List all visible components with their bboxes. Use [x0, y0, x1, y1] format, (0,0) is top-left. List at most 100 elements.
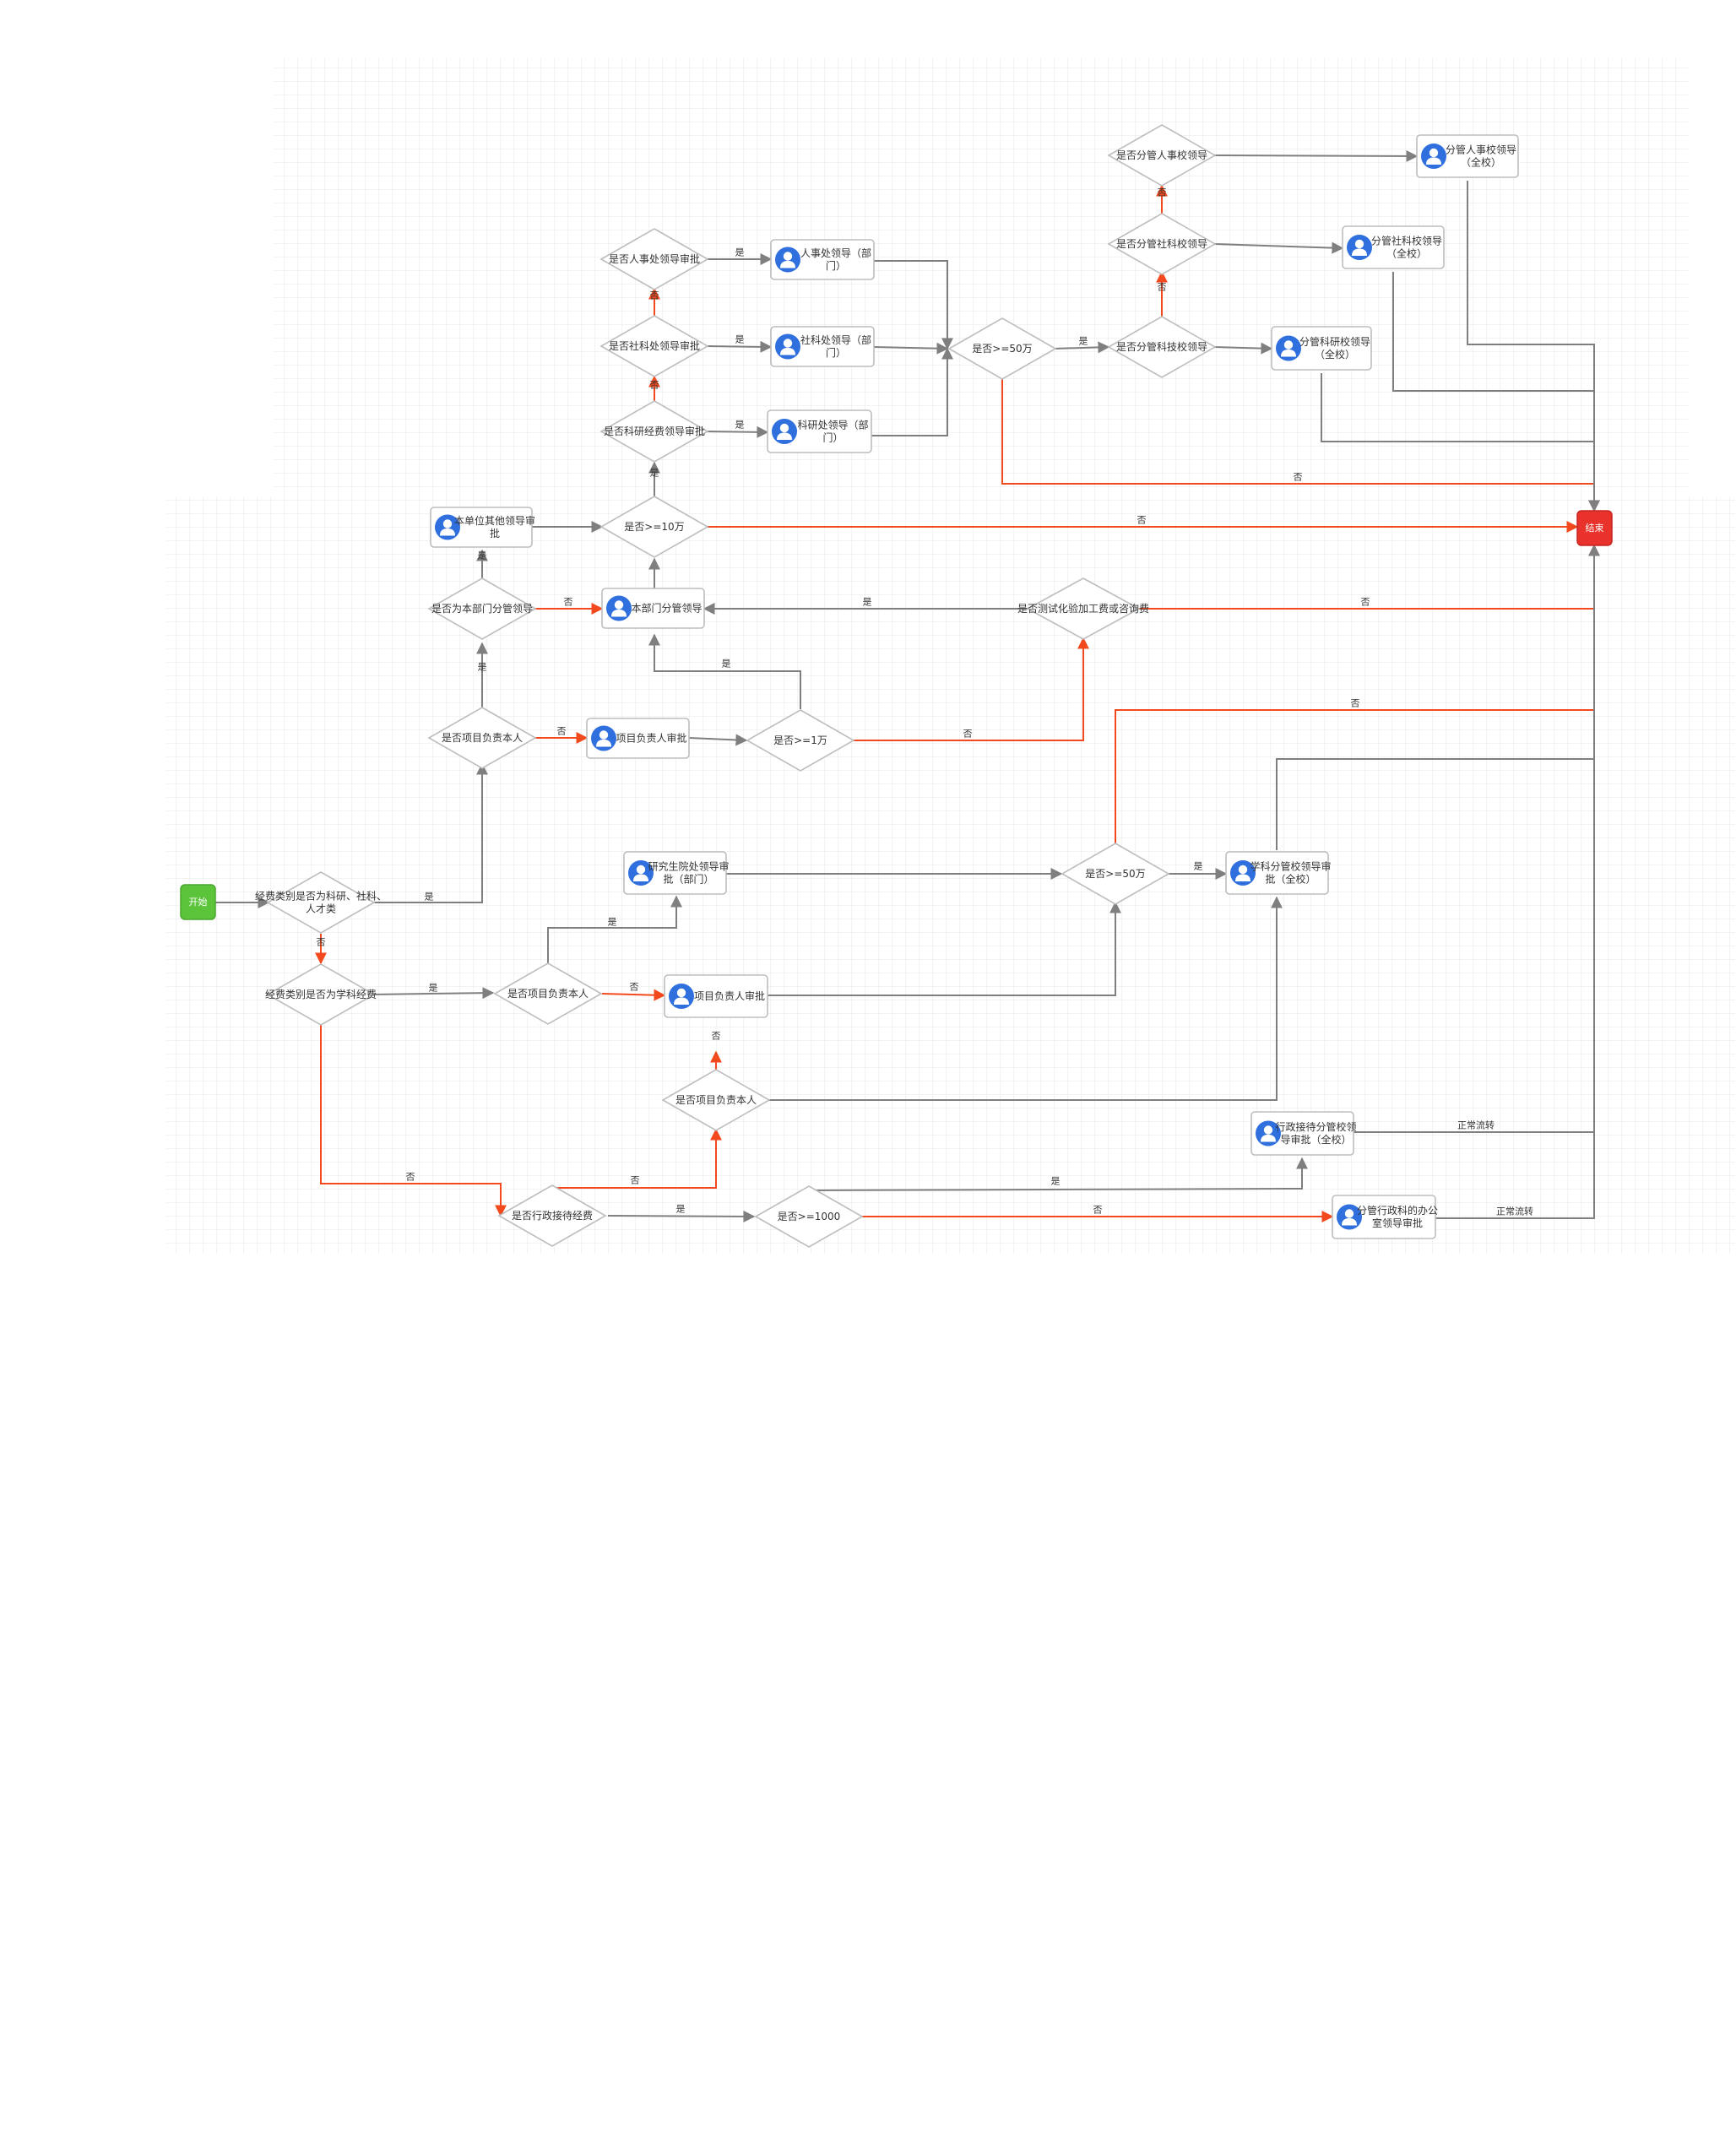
label-subj-no: 否 [406, 1172, 415, 1183]
diamond-shape [1107, 124, 1217, 187]
edge-kyjf-yes[interactable] [705, 425, 769, 438]
label-xzjd-flow: 正常流转 [1457, 1119, 1495, 1131]
task-label-line: 研究生院处领导审 [648, 860, 729, 873]
edge-50wb-no[interactable] [1115, 709, 1594, 843]
decision-1w[interactable]: 是否>=1万 [746, 709, 855, 772]
edge-rsc-merge[interactable] [874, 260, 953, 350]
end-node[interactable]: 结束 [1576, 510, 1613, 546]
start-node[interactable]: 开始 [180, 884, 216, 920]
edge-selfb-yes[interactable] [547, 895, 682, 968]
edge-selfc-xkfg[interactable] [768, 896, 1283, 1101]
diamond-shape [1107, 316, 1217, 378]
decision-1000[interactable]: 是否>=1000 [754, 1185, 864, 1248]
label-50wa-yes: 是 [1079, 336, 1088, 347]
edge-1w-yes[interactable] [648, 633, 801, 709]
label-selfb-no: 否 [630, 982, 639, 993]
edge-fgsk-end[interactable] [1392, 272, 1594, 392]
edge-1000-yes[interactable] [808, 1157, 1308, 1191]
decision-test-fee[interactable]: 是否测试化验加工费或咨询费 [1017, 577, 1149, 640]
decision-label-line: 是否>=10万 [624, 521, 684, 533]
task-label-line: 科研处领导（部 [797, 419, 868, 431]
edge-kyc-merge[interactable] [871, 347, 953, 436]
edge-projb-50wb[interactable] [768, 901, 1121, 996]
task-label-line: 人事处领导（部 [800, 247, 871, 259]
label-selfc-no: 否 [712, 1031, 721, 1042]
decision-label-line: 是否分管人事校领导 [1116, 149, 1207, 161]
task-dept-mgr[interactable]: 本部门分管领导 [601, 588, 705, 629]
decision-self-a[interactable]: 是否项目负责本人 [427, 707, 537, 769]
task-project-leader-a[interactable]: 项目负责人审批 [586, 718, 690, 759]
decision-label-line: 是否分管社科校领导 [1116, 237, 1207, 250]
user-avatar-icon [628, 860, 654, 886]
task-rsc-leader[interactable]: 人事处领导（部门） [770, 239, 875, 280]
decision-dept-mgr[interactable]: 是否为本部门分管领导 [427, 577, 537, 640]
decision-10w[interactable]: 是否>=10万 [599, 496, 709, 558]
edge-admin-no[interactable] [552, 1128, 722, 1189]
decision-label-line: 是否分管科技校领导 [1116, 340, 1207, 353]
edge-fgky-end[interactable] [1321, 373, 1594, 442]
task-fgky-leader[interactable]: 分管科研校领导（全校） [1271, 326, 1372, 371]
task-fgsk-leader[interactable]: 分管社科校领导（全校） [1342, 225, 1445, 269]
label-1w-no: 否 [963, 729, 973, 740]
decision-fgkj[interactable]: 是否分管科技校领导 [1107, 316, 1217, 378]
edge-selfb-no[interactable] [601, 989, 666, 1001]
user-avatar-icon [1276, 335, 1301, 361]
diamond-shape [754, 1185, 864, 1248]
connector-layer [215, 149, 1600, 1222]
decision-admin-reception[interactable]: 是否行政接待经费 [497, 1184, 607, 1247]
user-avatar-icon [1256, 1120, 1281, 1146]
decision-label-line: 是否人事处领导审批 [609, 252, 700, 265]
task-skc-leader[interactable]: 社科处领导（部门） [770, 326, 875, 367]
decision-50w-b[interactable]: 是否>=50万 [1061, 843, 1170, 905]
task-label-line: 门） [822, 431, 843, 444]
edge-50wa-yes[interactable] [1053, 341, 1110, 354]
task-box [1225, 851, 1329, 895]
edge-fgrs-end[interactable] [1467, 181, 1600, 512]
decision-rsc[interactable]: 是否人事处领导审批 [599, 228, 709, 290]
decision-funding-type-main[interactable]: 经费类别是否为科研、社科、人才类 [255, 871, 387, 934]
label-rsc-no: 否 [650, 290, 659, 301]
decision-fgrs[interactable]: 是否分管人事校领导 [1107, 124, 1217, 187]
task-label-line: 项目负责人审批 [694, 989, 765, 1002]
edge-subj-yes[interactable] [371, 987, 495, 1000]
edge-fgxzb-end[interactable] [1435, 544, 1600, 1219]
task-project-leader-b[interactable]: 项目负责人审批 [664, 974, 768, 1018]
task-box [770, 239, 875, 280]
decision-50w-a[interactable]: 是否>=50万 [947, 317, 1057, 380]
edge-fgkj-yes[interactable] [1213, 342, 1273, 355]
edge-1w-no[interactable] [854, 637, 1089, 741]
edge-xkfg-end[interactable] [1276, 758, 1594, 850]
decision-skc[interactable]: 是否社科处领导审批 [599, 315, 709, 377]
edge-subj-no[interactable] [320, 1025, 507, 1217]
label-kyjf-yes: 是 [735, 420, 745, 431]
edge-fgsk-yes[interactable] [1213, 241, 1344, 254]
task-label-line: 社科处领导（部 [800, 333, 871, 346]
task-kyc-leader[interactable]: 科研处领导（部门） [767, 409, 872, 453]
edge-main-yes[interactable] [374, 762, 488, 903]
start-label: 开始 [189, 896, 208, 908]
edge-skc-merge[interactable] [873, 342, 949, 355]
task-label-line: 门） [826, 346, 846, 359]
decision-funding-type-subject[interactable]: 经费类别是否为学科经费 [265, 963, 377, 1026]
label-rsc-yes: 是 [735, 247, 745, 258]
decision-self-c[interactable]: 是否项目负责本人 [661, 1069, 771, 1131]
edge-skc-yes[interactable] [705, 340, 773, 353]
edge-admin-yes[interactable] [607, 1210, 756, 1222]
task-fgrs-leader[interactable]: 分管人事校领导（全校） [1416, 134, 1519, 178]
edge-fgrs-yes[interactable] [1213, 149, 1419, 162]
label-10w-yes: 是 [650, 468, 659, 479]
task-label-line: 分管社科校领导 [1371, 235, 1442, 247]
label-1w-yes: 是 [722, 659, 731, 669]
decision-self-b[interactable]: 是否项目负责本人 [493, 962, 603, 1025]
label-main-yes: 是 [425, 892, 434, 902]
decision-fgsk[interactable]: 是否分管社科校领导 [1107, 213, 1217, 275]
decision-kyjf[interactable]: 是否科研经费领导审批 [599, 400, 709, 463]
edge-proja-1w[interactable] [688, 734, 748, 746]
decision-label-line: 是否>=50万 [972, 343, 1032, 355]
task-label-line: （全校） [1461, 156, 1501, 169]
